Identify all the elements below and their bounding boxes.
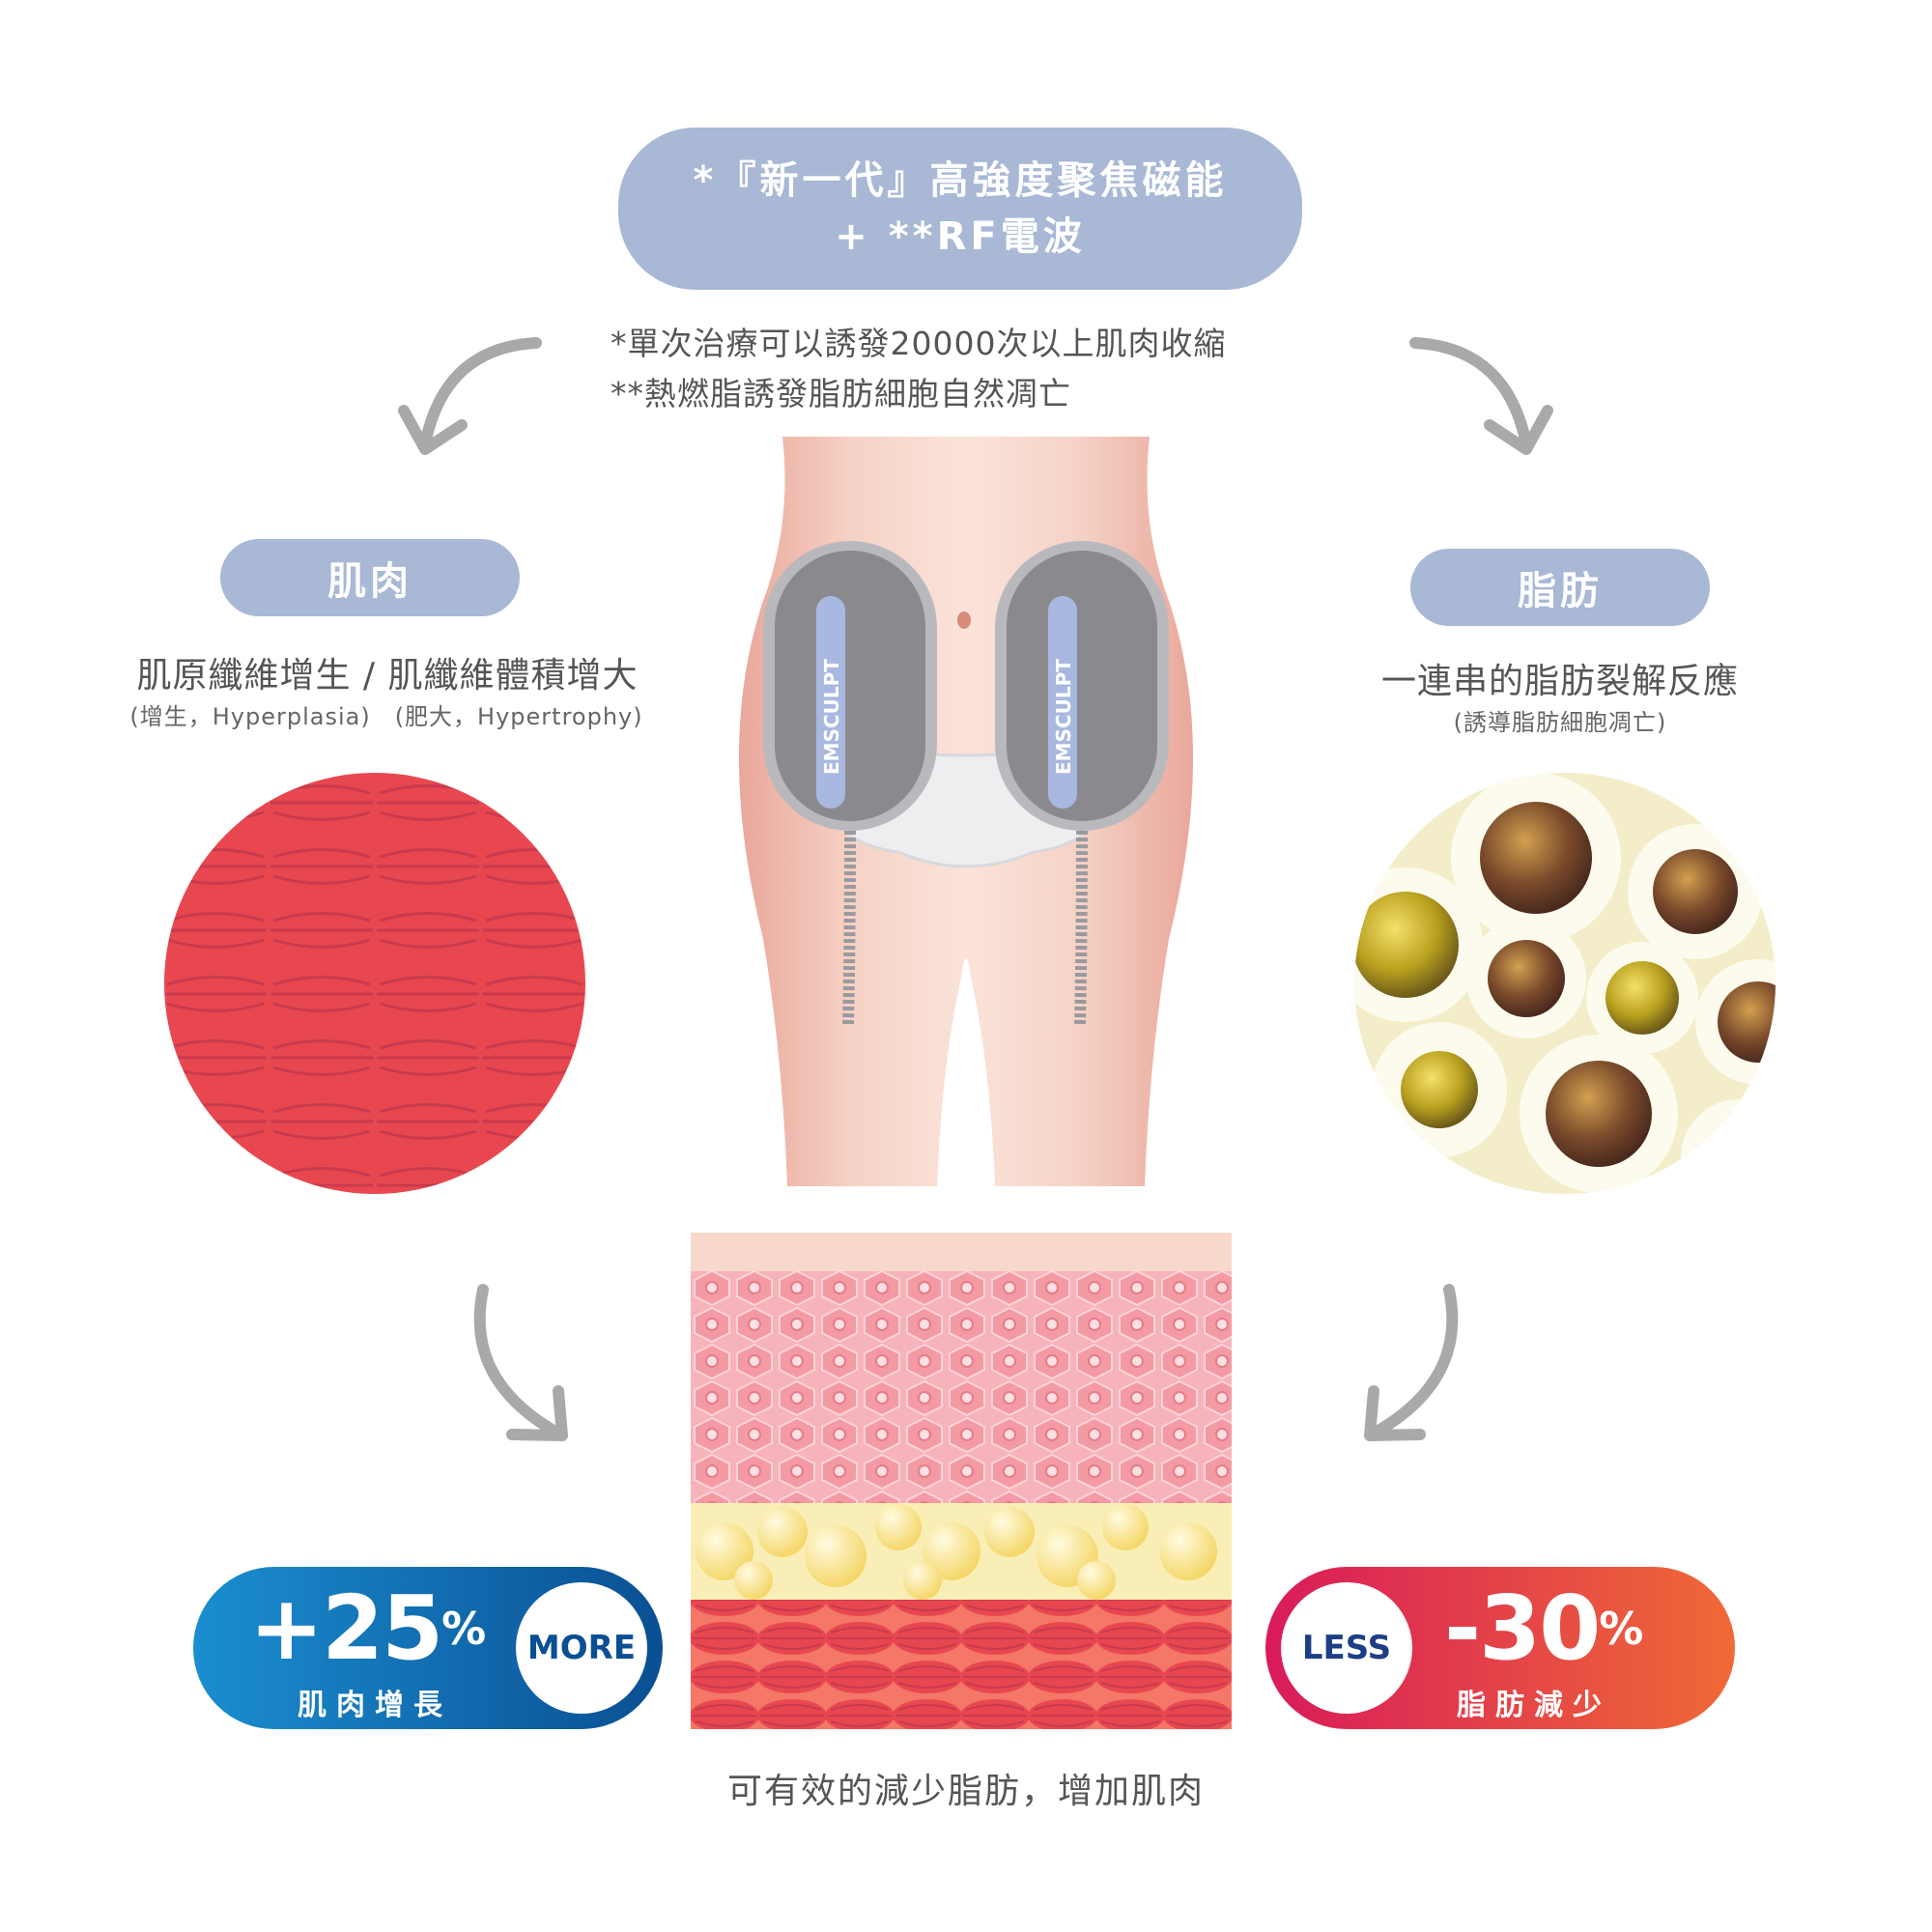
device-right: EMSCULPT — [995, 541, 1169, 1027]
more-tag: MORE — [516, 1582, 647, 1714]
muscle-gain-value: +25% — [249, 1584, 486, 1673]
muscle-pill: 肌肉 — [220, 539, 520, 616]
muscle-subdescription: (增生，Hyperplasia) (肥大，Hypertrophy) — [129, 703, 643, 730]
headline-line1: *『新一代』高強度聚焦磁能 — [693, 158, 1228, 203]
fat-loss-label: 脂肪減少 — [1457, 1689, 1611, 1722]
footnotes: *單次治療可以誘發20000次以上肌肉收縮 **熱燃脂誘發脂肪細胞自然凋亡 — [611, 319, 1226, 419]
muscle-description: 肌原纖維增生 / 肌纖維體積增大 — [136, 656, 639, 696]
fat-pill: 脂肪 — [1410, 549, 1710, 626]
muscle-gain-badge: +25% 肌肉增長 MORE — [193, 1567, 663, 1729]
device-left-brand: EMSCULPT — [820, 659, 843, 775]
muscle-gain-label: 肌肉增長 — [298, 1689, 452, 1722]
less-tag: LESS — [1281, 1582, 1412, 1714]
fat-loss-number: -30 — [1444, 1577, 1601, 1680]
footnote-1: *單次治療可以誘發20000次以上肌肉收縮 — [611, 325, 1227, 362]
footnote-2: **熱燃脂誘發脂肪細胞自然凋亡 — [611, 375, 1071, 412]
arrow-bottom-left-icon — [473, 1284, 568, 1441]
tissue-cross-section-illustration — [691, 1233, 1232, 1729]
fat-description: 一連串的脂肪裂解反應 — [1380, 662, 1739, 701]
bottom-caption: 可有效的減少脂肪，增加肌肉 — [726, 1772, 1205, 1811]
fat-label: 脂肪 — [1518, 569, 1603, 613]
arrow-bottom-right-icon — [1364, 1284, 1459, 1441]
fat-subdescription: (誘導脂肪細胞凋亡) — [1453, 709, 1667, 736]
device-left: EMSCULPT — [763, 541, 937, 1027]
fat-loss-unit: % — [1599, 1603, 1644, 1655]
muscle-gain-number: +25 — [249, 1577, 443, 1680]
arrow-top-right-icon — [1409, 337, 1553, 455]
muscle-label: 肌肉 — [327, 559, 412, 604]
headline-pill: *『新一代』高強度聚焦磁能 + **RF電波 — [618, 128, 1302, 290]
fat-loss-value: -30% — [1444, 1584, 1643, 1673]
arrow-top-left-icon — [398, 337, 542, 455]
muscle-fiber-illustration — [164, 773, 585, 1194]
fat-loss-badge: LESS -30% 脂肪減少 — [1265, 1567, 1735, 1729]
fat-cell-illustration — [1354, 773, 1776, 1194]
device-right-brand: EMSCULPT — [1052, 659, 1075, 775]
body-device-illustration: EMSCULPT EMSCULPT — [739, 437, 1193, 1186]
headline-line2: + **RF電波 — [835, 214, 1086, 259]
muscle-gain-unit: % — [441, 1603, 487, 1655]
